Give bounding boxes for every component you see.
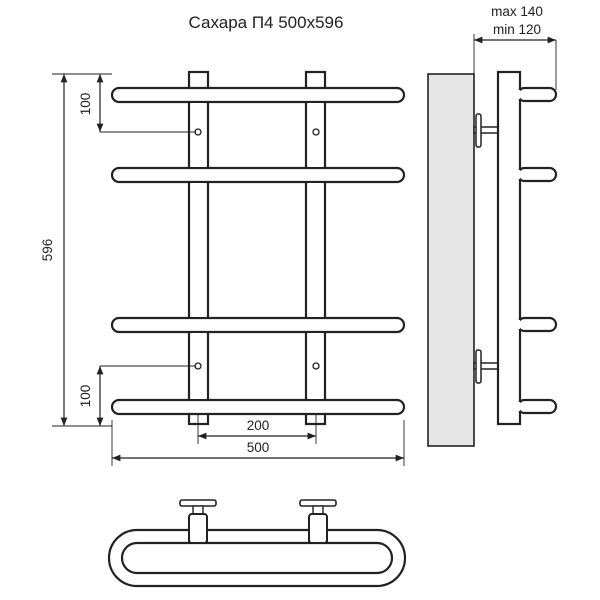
rail-bar-1 bbox=[110, 86, 406, 104]
rail-bar-4 bbox=[110, 398, 406, 416]
dim-top-label: 100 bbox=[78, 93, 93, 116]
side-post bbox=[496, 70, 522, 426]
dimension-depth: max 140 min 120 bbox=[473, 4, 557, 90]
dim-width-label: 500 bbox=[247, 440, 270, 455]
dim-center-label: 200 bbox=[247, 418, 270, 433]
side-bar-2 bbox=[516, 166, 558, 183]
rail-bar-2 bbox=[110, 166, 406, 184]
rail-bar-3 bbox=[110, 316, 406, 334]
top-right-bracket bbox=[299, 499, 337, 544]
dimension-top-100: 100 bbox=[78, 73, 196, 133]
side-bar-4 bbox=[516, 398, 558, 415]
top-mount bbox=[473, 113, 499, 148]
dim-bottom-label: 100 bbox=[78, 385, 93, 408]
drawing-title: Сахара П4 500х596 bbox=[189, 13, 344, 32]
wall bbox=[427, 73, 475, 447]
dim-height-label: 596 bbox=[40, 239, 55, 262]
top-left-bracket bbox=[179, 499, 217, 544]
side-bar-3 bbox=[516, 316, 558, 333]
dim-min-depth-label: min 120 bbox=[493, 22, 541, 37]
top-rail-loop-inner bbox=[120, 541, 394, 575]
connection-point-bottom-right bbox=[312, 362, 320, 370]
dimension-bottom-100: 100 bbox=[78, 365, 196, 426]
bottom-mount bbox=[473, 349, 499, 384]
dimension-200: 200 bbox=[197, 414, 317, 444]
top-view bbox=[107, 499, 407, 588]
side-view bbox=[427, 70, 558, 447]
dimension-500: 500 bbox=[111, 420, 405, 466]
dimension-596: 596 bbox=[40, 73, 112, 427]
front-view bbox=[110, 70, 406, 426]
connection-point-top-right bbox=[312, 128, 320, 136]
side-bar-1 bbox=[516, 86, 558, 103]
dim-max-depth-label: max 140 bbox=[491, 4, 543, 19]
